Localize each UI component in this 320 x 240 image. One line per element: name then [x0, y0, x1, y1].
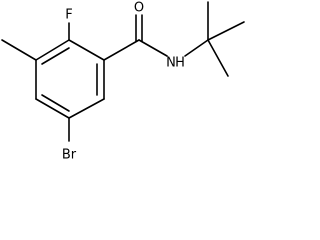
oxygen-label: O [134, 1, 144, 16]
bromine-label: Br [62, 148, 77, 163]
nitrogen-label: N [166, 56, 176, 71]
bond-tbutyl-methyl-right [207, 21, 245, 41]
bond-carbonyl-n [138, 39, 168, 57]
bond-c3-methyl [1, 39, 37, 61]
ring-bond-c1-c2 [68, 39, 105, 61]
ring-bond-c4-c5 [35, 98, 70, 119]
bond-c1-carbonyl [103, 39, 140, 61]
bond-n-tbutyl [184, 39, 209, 57]
bond-tbutyl-methyl-bottom [207, 39, 229, 77]
molecule-structure-diagram: O F N H Br [1, 1, 245, 163]
ring-bond-c4-c5-inner [41, 94, 70, 112]
ring-bond-c5-c6 [68, 98, 105, 119]
hydrogen-label: H [175, 56, 185, 71]
fluorine-label: F [65, 8, 72, 23]
ring-bond-c2-c3-inner [41, 47, 70, 65]
ring-bond-c2-c3 [35, 39, 70, 61]
